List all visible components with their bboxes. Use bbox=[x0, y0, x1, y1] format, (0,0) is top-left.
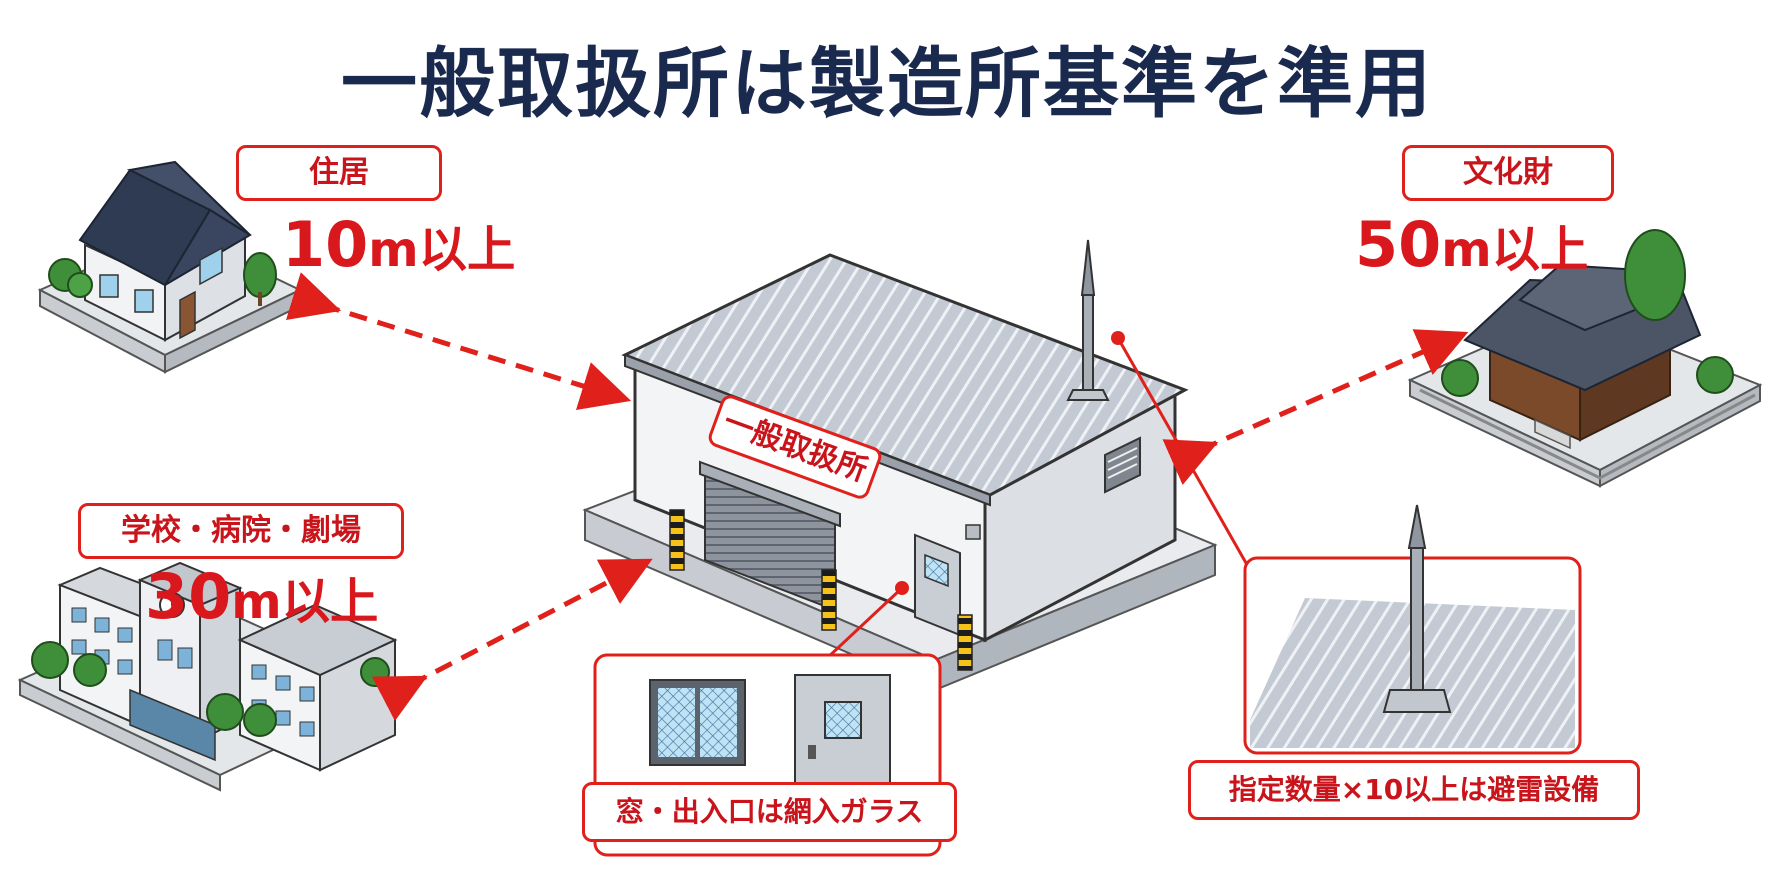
lightning-callout-label: 指定数量×10以上は避雷設備 bbox=[1188, 760, 1640, 820]
window-callout-label: 窓・出入口は網入ガラス bbox=[582, 782, 957, 842]
target-label-school: 学校・病院・劇場 bbox=[78, 503, 404, 559]
target-distance-temple: 50m以上 bbox=[1355, 208, 1589, 281]
lightning-callout-panel bbox=[1243, 504, 1582, 755]
page-title: 一般取扱所は製造所基準を準用 bbox=[341, 39, 1433, 128]
arrow-school bbox=[371, 558, 653, 722]
factory-icon bbox=[582, 239, 1218, 692]
target-label-house: 住居 bbox=[236, 145, 442, 201]
door-icon bbox=[794, 674, 891, 791]
arrow-house bbox=[285, 272, 632, 410]
house-icon bbox=[37, 160, 303, 374]
arrow-temple bbox=[1162, 329, 1469, 485]
target-distance-house: 10m以上 bbox=[282, 208, 516, 281]
target-distance-school: 30m以上 bbox=[145, 560, 379, 633]
lightning-rod-icon bbox=[1066, 239, 1110, 401]
target-label-temple: 文化財 bbox=[1402, 145, 1614, 201]
wire-glass-window-icon bbox=[649, 679, 746, 766]
